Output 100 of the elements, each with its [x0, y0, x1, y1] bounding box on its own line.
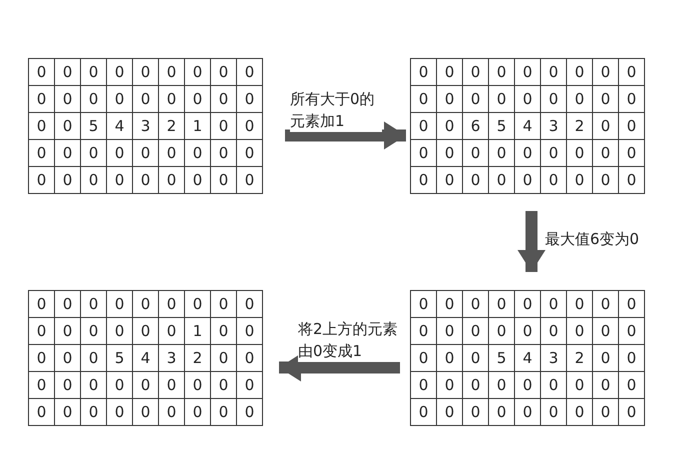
grid-cell: 0	[566, 372, 592, 398]
grid-cell: 0	[410, 58, 436, 86]
grid-cell: 0	[436, 86, 462, 112]
grid-cell: 0	[80, 318, 106, 344]
grid-cell: 0	[410, 112, 436, 140]
grid-cell: 0	[462, 344, 488, 372]
grid-cell: 0	[210, 290, 236, 318]
grid-cell: 0	[210, 86, 236, 112]
grid-cell: 1	[184, 112, 210, 140]
grid-cell: 0	[28, 344, 54, 372]
grid-cell: 0	[410, 290, 436, 318]
grid-cell: 5	[106, 344, 132, 372]
grid-cell: 2	[158, 112, 184, 140]
grid-cell: 0	[436, 166, 462, 194]
grid-cell: 0	[236, 398, 262, 426]
grid-cell: 0	[488, 166, 514, 194]
grid-cell: 0	[158, 372, 184, 398]
grid-cell: 0	[436, 318, 462, 344]
grid-cell: 0	[592, 290, 618, 318]
grid-cell: 2	[184, 344, 210, 372]
grid-cell: 0	[132, 140, 158, 166]
grid-cell: 0	[184, 372, 210, 398]
grid-cell: 2	[566, 344, 592, 372]
grid-cell: 0	[28, 140, 54, 166]
grid-cell: 2	[566, 112, 592, 140]
grid-cell: 1	[184, 318, 210, 344]
grid-cell: 0	[158, 166, 184, 194]
grid-cell: 4	[106, 112, 132, 140]
grid-cell: 0	[106, 166, 132, 194]
grid-cell: 0	[540, 166, 566, 194]
grid-cell: 0	[158, 86, 184, 112]
grid-cell: 0	[184, 86, 210, 112]
grid-cell: 3	[540, 344, 566, 372]
grid-cell: 0	[410, 86, 436, 112]
grid-cell: 0	[80, 398, 106, 426]
grid-cell: 0	[618, 58, 644, 86]
edge-label: 将2上方的元素由0变成1	[298, 318, 400, 362]
grid-cell: 0	[436, 140, 462, 166]
grid-cell: 0	[210, 166, 236, 194]
grid-cell: 0	[54, 86, 80, 112]
grid-cell: 0	[488, 86, 514, 112]
grid-cell: 0	[540, 140, 566, 166]
grid-cell: 0	[236, 86, 262, 112]
grid-cell: 0	[236, 58, 262, 86]
grid-cell: 0	[592, 318, 618, 344]
grid-cell: 0	[106, 318, 132, 344]
grid-cell: 0	[566, 318, 592, 344]
grid-cell: 0	[28, 398, 54, 426]
grid-cell: 0	[158, 140, 184, 166]
grid-cell: 0	[80, 166, 106, 194]
grid-cell: 0	[236, 318, 262, 344]
grid-cell: 0	[184, 140, 210, 166]
grid-cell: 0	[618, 290, 644, 318]
grid-cell: 0	[618, 398, 644, 426]
grid-cell: 0	[436, 58, 462, 86]
grid-cell: 0	[592, 112, 618, 140]
grid-cell: 0	[132, 372, 158, 398]
grid-cell: 6	[462, 112, 488, 140]
grid-cell: 0	[462, 318, 488, 344]
grid-cell: 0	[618, 86, 644, 112]
grid-cell: 0	[54, 398, 80, 426]
grid-cell: 5	[488, 344, 514, 372]
number-grid	[410, 58, 645, 194]
grid-cell: 0	[592, 344, 618, 372]
block-arrow	[279, 354, 400, 382]
grid-cell: 0	[80, 58, 106, 86]
grid-cell: 0	[210, 112, 236, 140]
grid-cell: 0	[436, 112, 462, 140]
grid-cell: 0	[618, 318, 644, 344]
grid-cell: 0	[106, 398, 132, 426]
grid-cell: 0	[592, 140, 618, 166]
grid-cell: 0	[514, 58, 540, 86]
grid-cell: 0	[54, 166, 80, 194]
grid-cell: 0	[132, 86, 158, 112]
grid-cell: 0	[132, 318, 158, 344]
grid-cell: 0	[158, 398, 184, 426]
grid-cell: 3	[158, 344, 184, 372]
grid-cell: 0	[488, 140, 514, 166]
grid-cell: 0	[106, 290, 132, 318]
grid-cell: 0	[462, 140, 488, 166]
grid-cell: 0	[54, 290, 80, 318]
grid-cell: 0	[514, 140, 540, 166]
grid-cell: 0	[514, 318, 540, 344]
grid-cell: 0	[514, 86, 540, 112]
grid-cell: 0	[210, 372, 236, 398]
grid-cell: 0	[210, 58, 236, 86]
grid-cell: 0	[80, 290, 106, 318]
block-arrow	[518, 211, 546, 272]
grid-cell: 0	[410, 166, 436, 194]
grid-cell: 0	[462, 166, 488, 194]
grid-cell: 0	[54, 318, 80, 344]
grid-cell: 0	[488, 398, 514, 426]
grid-cell: 0	[592, 86, 618, 112]
grid-cell: 4	[514, 344, 540, 372]
grid-cell: 0	[80, 344, 106, 372]
grid-cell: 0	[54, 140, 80, 166]
grid-cell: 0	[184, 166, 210, 194]
grid-cell: 0	[618, 344, 644, 372]
grid-cell: 0	[488, 318, 514, 344]
grid-cell: 0	[436, 398, 462, 426]
